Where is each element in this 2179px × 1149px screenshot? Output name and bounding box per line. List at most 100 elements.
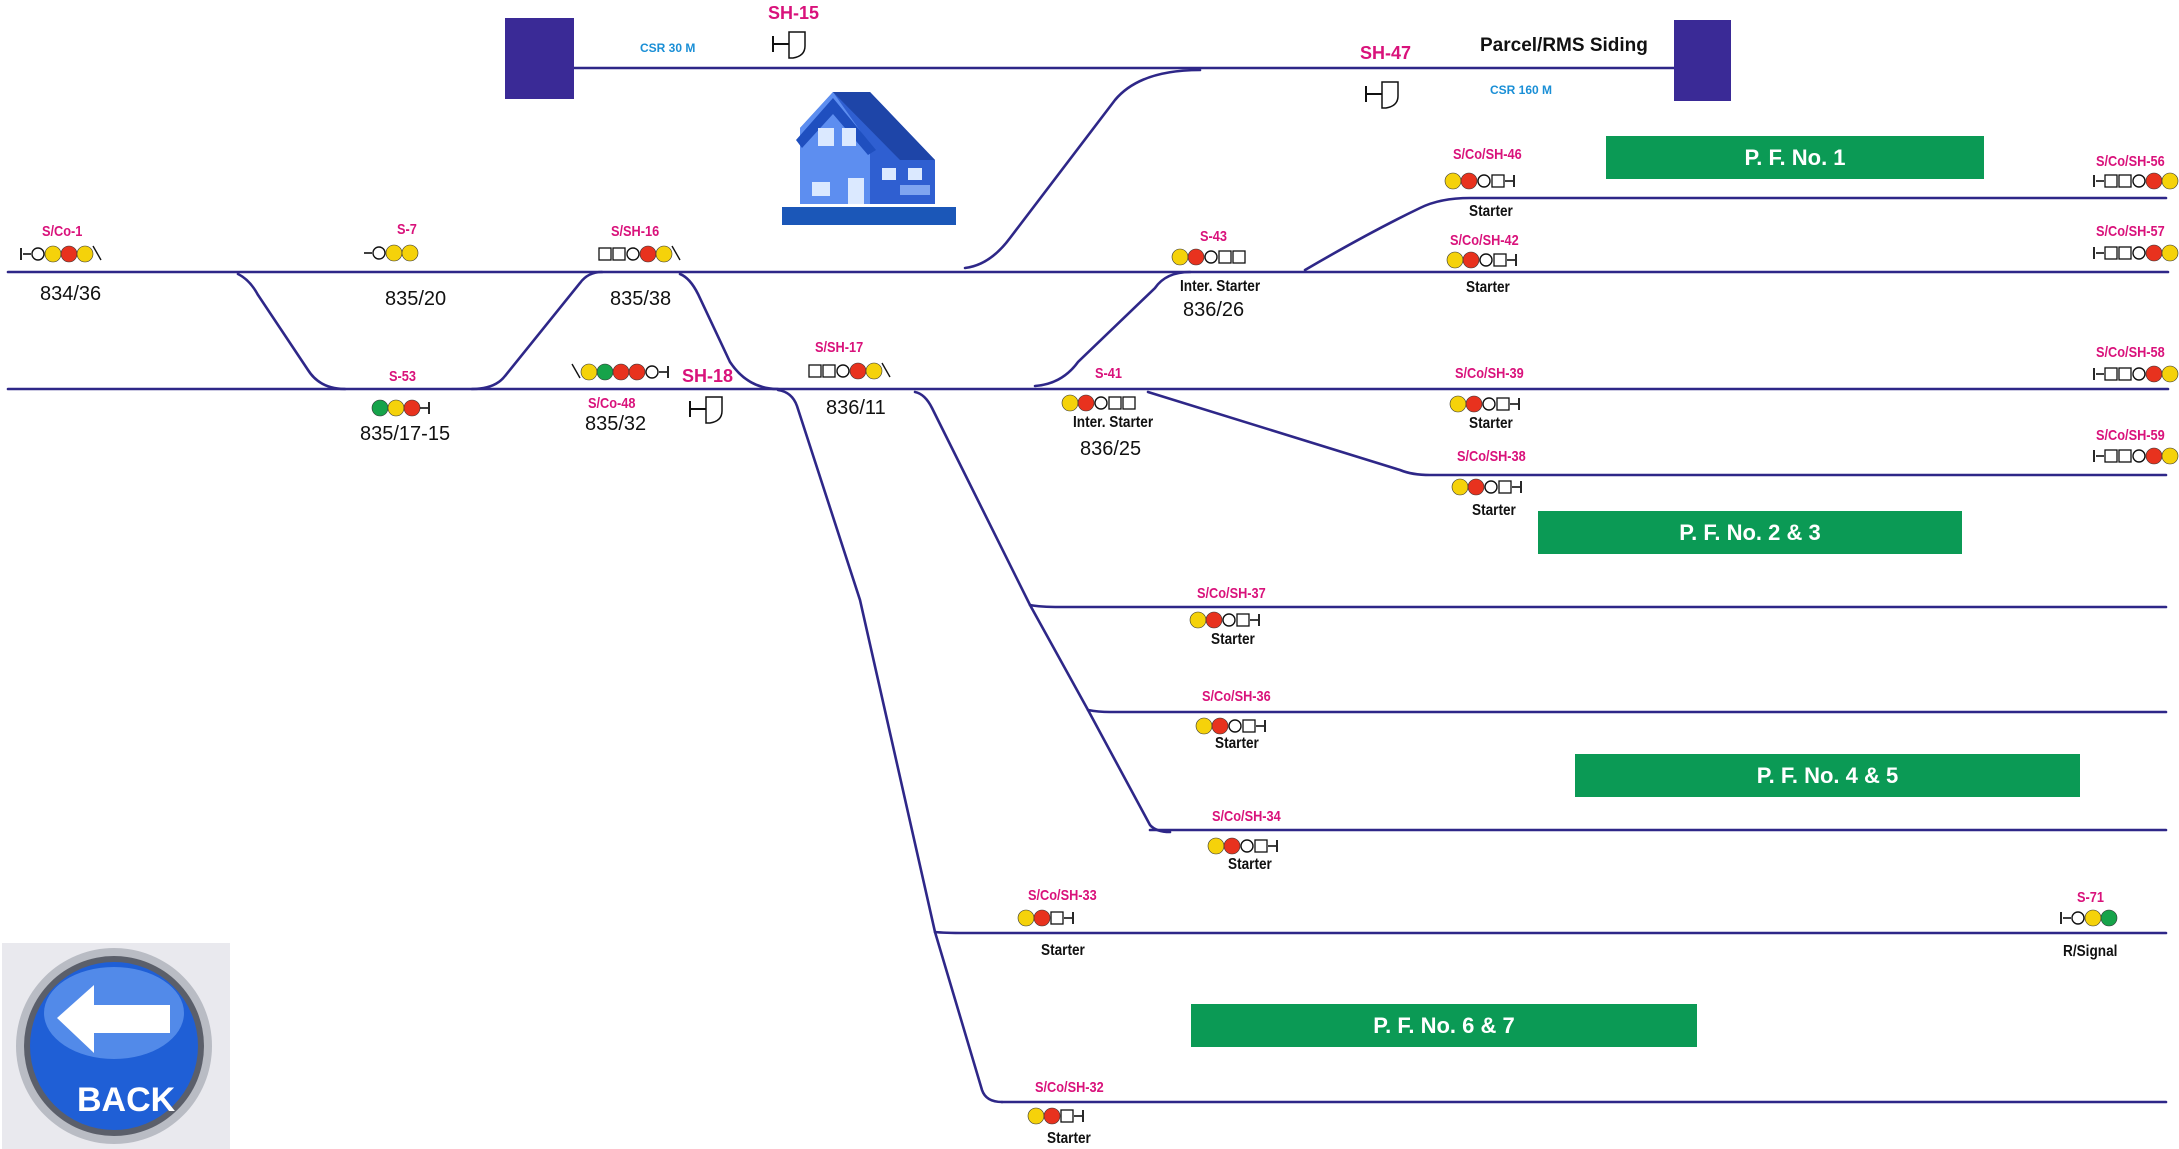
route-indicator-icon <box>1496 397 1510 411</box>
calling-on-icon <box>645 365 659 379</box>
signal-lamp-icon <box>403 399 421 417</box>
signal-lamp-icon <box>401 244 419 262</box>
crossover-16 <box>470 270 604 391</box>
route-indicator-icon <box>1060 1109 1074 1123</box>
platform-6-7: P. F. No. 6 & 7 <box>1191 1004 1697 1047</box>
signal-lamp-icon <box>1460 172 1478 190</box>
signal-label: S/Co/SH-33 <box>1028 887 1097 904</box>
shunt-signal-label: SH-15 <box>768 3 820 23</box>
shunt-signal-icon <box>1381 81 1399 109</box>
route-indicator-icon <box>2118 367 2132 381</box>
role-label: Starter <box>1215 735 1259 752</box>
signal-lamp-icon <box>1444 172 1462 190</box>
signal-label: S/Co/SH-32 <box>1035 1079 1104 1096</box>
route-indicator-icon <box>2104 246 2118 260</box>
signal-label: S-41 <box>1095 365 1122 382</box>
signal-lamp-icon <box>2161 244 2179 262</box>
station-building-icon <box>782 92 956 225</box>
signal-lamp-icon <box>1223 837 1241 855</box>
signal-lamp-icon <box>1446 251 1464 269</box>
signal-label: S/Co-1 <box>42 223 83 240</box>
route-indicator-icon <box>808 364 822 378</box>
signal-label: S/Co-48 <box>588 395 636 412</box>
role-label: Starter <box>1211 631 1255 648</box>
signal-lamp-icon <box>580 363 598 381</box>
km-post: 836/11 <box>826 397 886 419</box>
route-indicator-icon <box>1218 250 1232 264</box>
calling-on-icon <box>2132 449 2146 463</box>
route-indicator-icon <box>598 247 612 261</box>
shunt-signal-icon <box>705 396 723 424</box>
signal-lamp-icon <box>1077 394 1095 412</box>
km-post: 835/38 <box>610 288 672 310</box>
km-post: 836/25 <box>1080 438 1142 460</box>
platform-1: P. F. No. 1 <box>1606 136 1984 179</box>
shunt-signal-label: SH-18 <box>682 366 734 386</box>
signal-lamp-icon <box>371 399 389 417</box>
role-label: Starter <box>1472 502 1516 519</box>
signal-lamp-icon <box>1189 611 1207 629</box>
signal-label: S-43 <box>1200 228 1227 245</box>
signal-lamp-icon <box>2161 172 2179 190</box>
back-button[interactable]: BACK <box>2 943 230 1149</box>
signal-marker-icon <box>671 245 681 261</box>
shunt-signal-icon <box>788 31 806 59</box>
signal-lamp-icon <box>1451 478 1469 496</box>
route-indicator-icon <box>2118 449 2132 463</box>
signal-label: S/Co/SH-46 <box>1453 146 1522 163</box>
signal-lamp-icon <box>639 245 657 263</box>
signal-label: S/Co/SH-42 <box>1450 232 1519 249</box>
signal-lamp-icon <box>1187 248 1205 266</box>
signal-marker-icon <box>92 245 102 261</box>
route-indicator-icon <box>1493 253 1507 267</box>
signal-lamp-icon <box>1467 478 1485 496</box>
signal-lamp-icon <box>1205 611 1223 629</box>
signal-label: S-7 <box>397 221 417 238</box>
signal-label: S/SH-17 <box>815 339 864 356</box>
signal-lamp-icon <box>596 363 614 381</box>
signal-lamp-icon <box>1043 1107 1061 1125</box>
signal-label: S/Co/SH-59 <box>2096 427 2165 444</box>
crossover-17 <box>678 272 780 391</box>
line-33 <box>933 930 2168 935</box>
calling-on-icon <box>2132 367 2146 381</box>
route-indicator-icon <box>1236 613 1250 627</box>
signal-lamp-icon <box>2145 447 2163 465</box>
calling-on-icon <box>1204 250 1218 264</box>
signal-marker-icon <box>571 363 581 379</box>
route-indicator-icon <box>2118 174 2132 188</box>
signal-lamp-icon <box>1033 909 1051 927</box>
calling-on-icon <box>1222 613 1236 627</box>
signal-label: S/Co/SH-38 <box>1457 448 1526 465</box>
route-indicator-icon <box>2104 449 2118 463</box>
buffer-stop-right <box>1674 20 1731 101</box>
signal-lamp-icon <box>1017 909 1035 927</box>
calling-on-icon <box>836 364 850 378</box>
km-post: 835/17-15 <box>360 423 451 445</box>
pf3-branch <box>1146 390 2168 477</box>
route-indicator-icon <box>1242 719 1256 733</box>
calling-on-icon <box>1484 480 1498 494</box>
signal-lamp-icon <box>60 245 78 263</box>
calling-on-icon <box>31 247 45 261</box>
signal-lamp-icon <box>1465 395 1483 413</box>
signal-lamp-icon <box>655 245 673 263</box>
role-label: Starter <box>1041 942 1085 959</box>
km-post: 834/36 <box>40 283 102 305</box>
route-indicator-icon <box>1498 480 1512 494</box>
pf1-line <box>1303 196 2168 272</box>
signal-lamp-icon <box>1027 1107 1045 1125</box>
signal-label: S/Co/SH-34 <box>1212 808 1281 825</box>
signal-label: S/Co/SH-57 <box>2096 223 2165 240</box>
signal-lamp-icon <box>2100 909 2118 927</box>
role-label: Starter <box>1469 415 1513 432</box>
route-indicator-icon <box>2104 174 2118 188</box>
km-post: 835/20 <box>385 288 447 310</box>
calling-on-icon <box>2132 174 2146 188</box>
calling-on-icon <box>1094 396 1108 410</box>
signal-lamp-icon <box>1449 395 1467 413</box>
siding-name: Parcel/RMS Siding <box>1480 35 1648 56</box>
route-indicator-icon <box>612 247 626 261</box>
route-indicator-icon <box>2104 367 2118 381</box>
